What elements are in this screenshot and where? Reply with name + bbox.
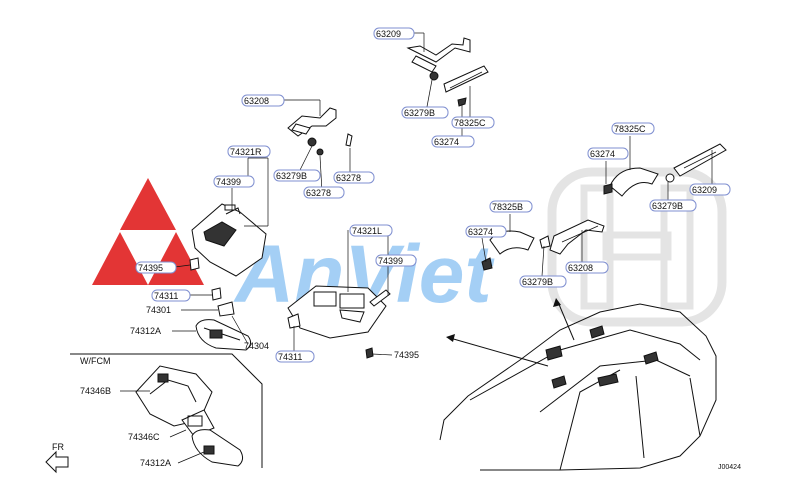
svg-text:63208: 63208 [568,263,593,273]
callout-74399-left[interactable]: 74399 [213,175,255,188]
label-74346C[interactable]: 74346C [128,432,160,442]
svg-text:63208: 63208 [244,96,269,106]
callout-63278-b[interactable]: 63278 [303,186,345,199]
svg-text:63279B: 63279B [404,108,435,118]
assist-grip-78325C-right [603,167,659,197]
label-74395-right[interactable]: 74395 [394,350,419,360]
vehicle-outline [439,298,717,471]
callout-63274-top[interactable]: 63274 [431,135,475,148]
svg-text:63278: 63278 [336,173,361,183]
svg-text:74311: 74311 [278,352,302,362]
roof-bracket-right-upper [665,143,727,183]
svg-text:74311: 74311 [154,291,178,301]
svg-text:74312A: 74312A [130,326,161,336]
label-74301[interactable]: 74301 [146,305,171,315]
callout-63279B-lower[interactable]: 63279B [519,275,567,288]
svg-text:63279B: 63279B [276,171,307,181]
callout-74321R[interactable]: 74321R [227,145,271,158]
label-74304[interactable]: 74304 [244,341,269,351]
callout-74311-left[interactable]: 74311 [151,289,191,302]
svg-text:63274: 63274 [434,137,459,147]
svg-text:63209: 63209 [376,29,401,39]
fcm-inset: W/FCM [70,353,263,468]
svg-text:63274: 63274 [590,149,615,159]
roof-bracket-top-group [406,37,489,107]
front-direction-indicator: FR [45,442,69,474]
svg-text:78325C: 78325C [454,118,486,128]
callout-78325C-right[interactable]: 78325C [611,122,655,135]
svg-text:63278: 63278 [306,188,331,198]
callout-78325C-top[interactable]: 78325C [451,116,495,129]
callout-78325B[interactable]: 78325B [489,200,533,213]
roof-bracket-right-lower [549,219,605,255]
svg-text:74395: 74395 [138,263,163,273]
callout-63279B-right[interactable]: 63279B [649,199,697,212]
svg-text:74321L: 74321L [352,226,382,236]
callout-74311-right[interactable]: 74311 [275,350,315,363]
callout-74395-left[interactable]: 74395 [135,261,177,274]
svg-text:63274: 63274 [468,227,493,237]
svg-text:74321R: 74321R [230,147,262,157]
rear-view-mirror-top [195,319,252,351]
roof-bracket-left-group [287,107,353,156]
sun-visor-left [287,285,391,339]
visor-clip-left [287,313,374,359]
front-indicator-label: FR [52,442,64,452]
svg-text:74301: 74301 [146,305,171,315]
fcm-note-label: W/FCM [80,356,111,366]
svg-text:74399: 74399 [378,256,403,266]
callout-63208-right[interactable]: 63208 [565,261,609,274]
svg-text:63279B: 63279B [652,201,683,211]
callout-63274-mid[interactable]: 63274 [465,225,507,238]
svg-text:74346C: 74346C [128,432,160,442]
callout-63279B-mid[interactable]: 63279B [273,169,321,182]
svg-text:78325B: 78325B [492,202,523,212]
label-74312A-top[interactable]: 74312A [130,326,161,336]
callouts: 63209 63208 63279B 78325C 63274 74321R 7… [80,27,731,468]
diagram-code: J00424 [718,464,741,471]
callout-63208-left[interactable]: 63208 [241,94,285,107]
label-74346B[interactable]: 74346B [80,386,111,396]
callout-63209-top[interactable]: 63209 [373,27,415,40]
svg-text:74304: 74304 [244,341,269,351]
svg-text:74399: 74399 [216,177,241,187]
callout-63209-right[interactable]: 63209 [689,183,731,196]
svg-text:63209: 63209 [692,185,717,195]
sun-visor-right [191,203,267,277]
svg-text:78325C: 78325C [614,124,646,134]
callout-63278-a[interactable]: 63278 [333,171,375,184]
watermark-logo: AnViet [92,178,495,320]
svg-text:74395: 74395 [394,350,419,360]
callout-63279B-top[interactable]: 63279B [401,106,449,119]
callout-74399-right[interactable]: 74399 [375,254,417,267]
label-74312A-bottom[interactable]: 74312A [140,458,171,468]
svg-text:63279B: 63279B [522,277,553,287]
callout-63274-right[interactable]: 63274 [587,147,629,160]
svg-text:74312A: 74312A [140,458,171,468]
svg-text:74346B: 74346B [80,386,111,396]
callout-74321L[interactable]: 74321L [349,224,393,237]
visor-clip-right [189,257,235,317]
